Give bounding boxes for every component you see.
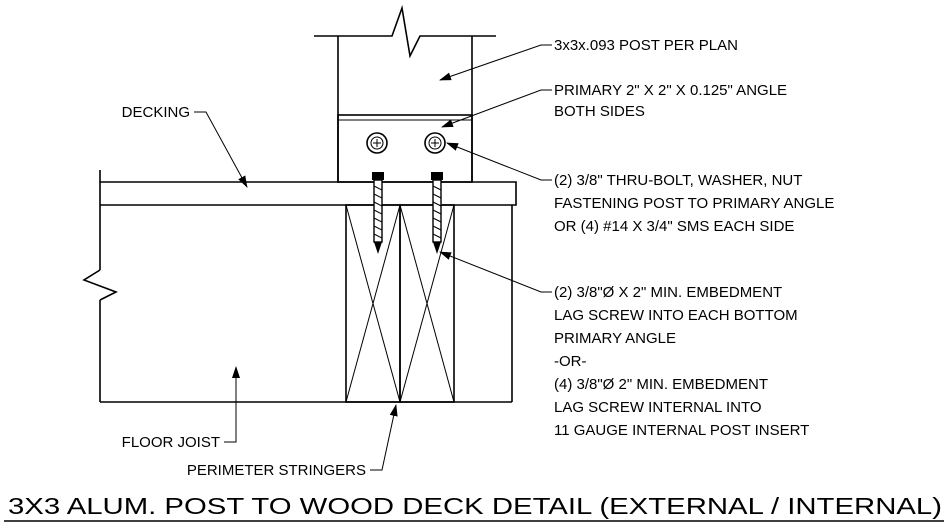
aluminum-post bbox=[314, 4, 496, 182]
lag-screw-right bbox=[431, 172, 443, 254]
primary-angle bbox=[337, 114, 473, 183]
thru-bolt-right bbox=[424, 132, 446, 154]
decking-board bbox=[100, 181, 517, 206]
bolt-label-line-3: OR (4) #14 X 3/4" SMS EACH SIDE bbox=[554, 218, 794, 235]
angle-label-line-2: BOTH SIDES bbox=[554, 103, 645, 120]
stringers-label: PERIMETER STRINGERS bbox=[187, 462, 366, 479]
lag-label-line-4: -OR- bbox=[554, 353, 587, 370]
decking-label: DECKING bbox=[122, 104, 190, 121]
bolt-label-line-1: (2) 3/8" THRU-BOLT, WASHER, NUT bbox=[554, 172, 802, 189]
lag-label-line-3: PRIMARY ANGLE bbox=[554, 330, 676, 347]
angle-label-line-1: PRIMARY 2" X 2" X 0.125" ANGLE bbox=[554, 82, 787, 99]
post-label: 3x3x.093 POST PER PLAN bbox=[554, 37, 738, 54]
thru-bolt-left bbox=[366, 132, 388, 154]
bolt-label-line-2: FASTENING POST TO PRIMARY ANGLE bbox=[554, 195, 834, 212]
lag-label-line-1: (2) 3/8"Ø X 2" MIN. EMBEDMENT bbox=[554, 284, 782, 301]
lag-label-line-7: 11 GAUGE INTERNAL POST INSERT bbox=[554, 422, 809, 439]
floor-joist-label: FLOOR JOIST bbox=[122, 434, 220, 451]
perimeter-stringers bbox=[345, 204, 455, 403]
detail-title: 3X3 ALUM. POST TO WOOD DECK DETAIL (EXTE… bbox=[8, 493, 942, 519]
lag-label-line-2: LAG SCREW INTO EACH BOTTOM bbox=[554, 307, 798, 324]
leader-lines bbox=[194, 44, 552, 471]
lag-label-line-5: (4) 3/8"Ø 2" MIN. EMBEDMENT bbox=[554, 376, 768, 393]
lag-screw-left bbox=[372, 172, 384, 254]
lag-label-line-6: LAG SCREW INTERNAL INTO bbox=[554, 399, 762, 416]
